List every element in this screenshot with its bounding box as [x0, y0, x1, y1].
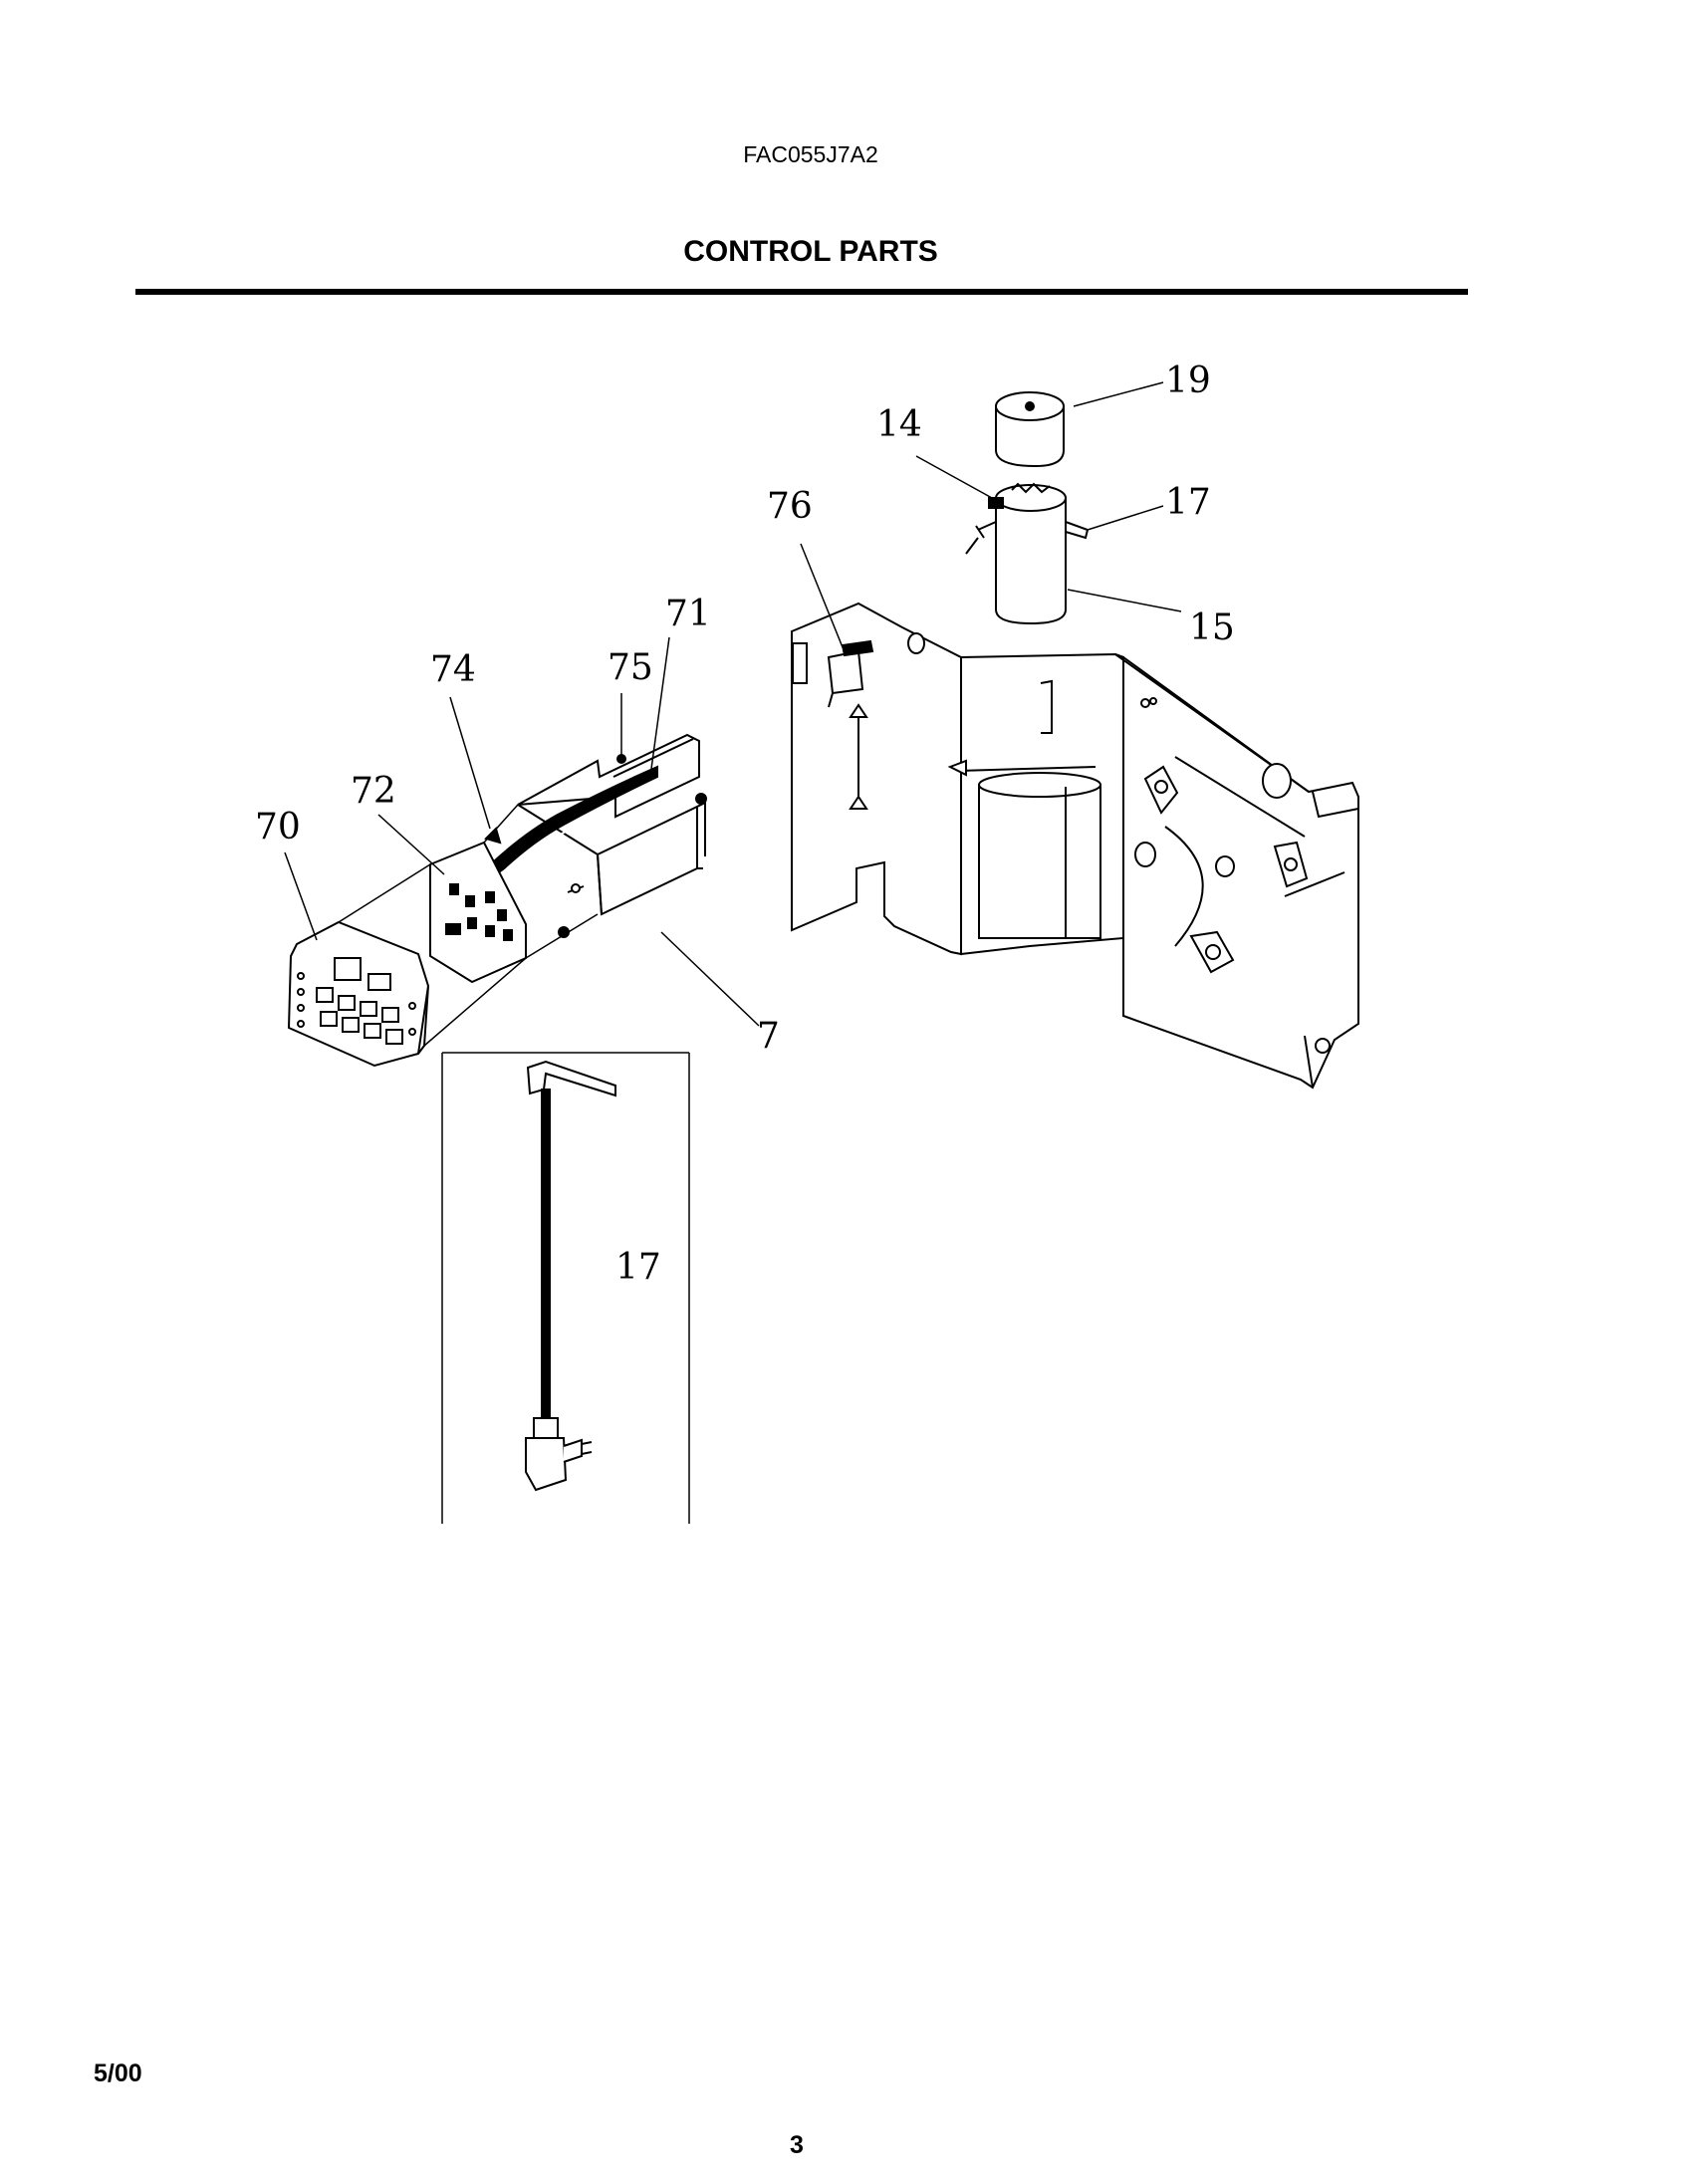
callout-75: 75: [608, 647, 653, 688]
capacitor-body-part: [988, 482, 1067, 625]
callout-7: 7: [757, 1016, 780, 1057]
fan-shroud: [978, 772, 1101, 939]
callout-71: 71: [665, 594, 711, 634]
relay-part: [792, 639, 874, 708]
control-box-assembly: [429, 733, 707, 984]
callout-19: 19: [1165, 361, 1211, 401]
circuit-board-part: [429, 841, 527, 984]
callout-15: 15: [1189, 607, 1235, 648]
title-rule: [135, 289, 1468, 295]
capacitor-clamp-part: [965, 521, 1090, 555]
cabinet-left-panel: [791, 602, 962, 956]
leader-lines: [284, 381, 1182, 1027]
callout-76: 76: [767, 486, 813, 527]
section-title: CONTROL PARTS: [683, 235, 938, 268]
cabinet-housing: [791, 602, 1359, 1090]
power-cord-part: [525, 1060, 616, 1492]
wire-harness-part: [474, 765, 658, 888]
callout-74: 74: [430, 649, 476, 690]
callout-72: 72: [351, 771, 396, 812]
revision-date: 5/00: [94, 2060, 142, 2087]
cabinet-side-panel: [1114, 653, 1359, 1090]
capacitor-cap-part: [995, 391, 1065, 468]
capacitor-assembly: [965, 391, 1090, 625]
screw-part: [484, 827, 502, 845]
control-box-part: [517, 733, 700, 819]
keypad-panel-part: [287, 920, 430, 1068]
assembly-guide-lines: [338, 804, 599, 1047]
callout-17-power-cord: 17: [615, 1247, 661, 1288]
callout-14: 14: [876, 404, 922, 445]
model-number: FAC055J7A2: [743, 141, 878, 167]
callout-17-capacitor: 17: [1165, 482, 1211, 523]
page-number: 3: [790, 2131, 804, 2159]
power-cord-frame: [441, 1052, 690, 1524]
callout-70: 70: [255, 807, 301, 848]
